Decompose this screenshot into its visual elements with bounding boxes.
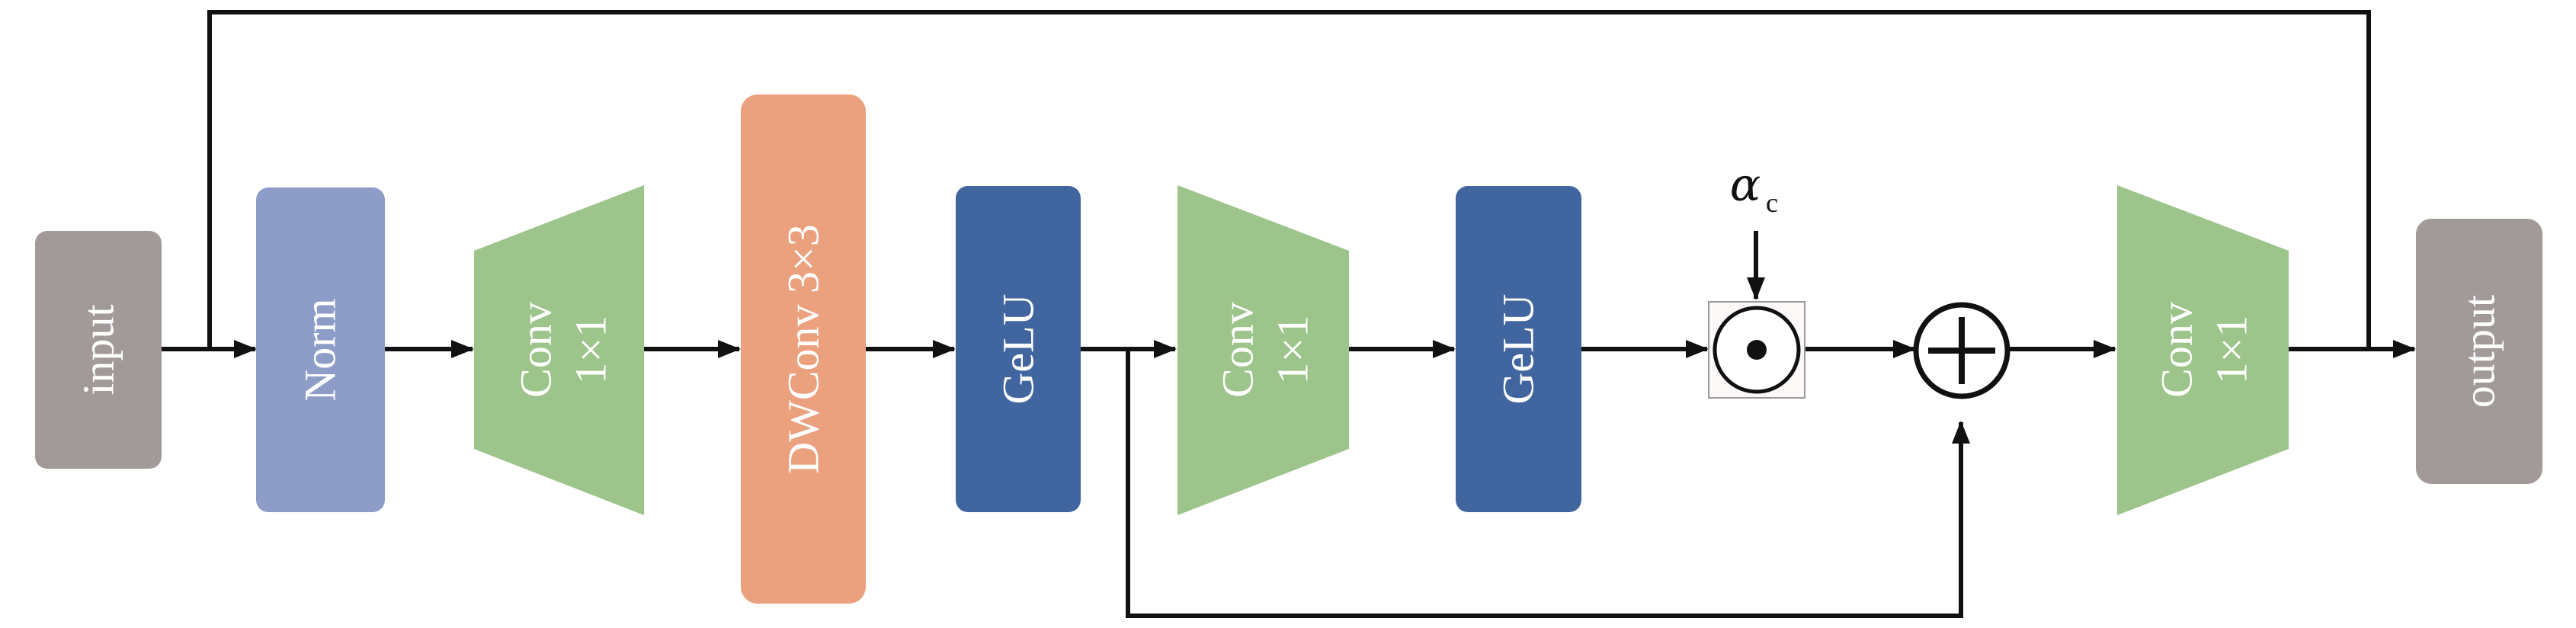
- multiply-operator-dot: [1747, 340, 1767, 360]
- input-label: input: [74, 304, 123, 395]
- output-label: output: [2455, 295, 2504, 408]
- bottom-skip-connection: [1126, 349, 1970, 618]
- conv1-label-line2: 1×1: [566, 316, 616, 385]
- output-block: [2416, 219, 2542, 484]
- conv1-block: [474, 185, 644, 515]
- input-block: [35, 231, 162, 469]
- dwconv-block: [741, 95, 866, 604]
- alpha-symbol: α: [1730, 159, 1761, 212]
- norm-label: Norm: [296, 298, 345, 401]
- gelu1-block: [956, 186, 1081, 512]
- alpha-subscript: c: [1766, 187, 1778, 218]
- conv3-label-line1: Conv: [2152, 302, 2202, 398]
- norm-block: [256, 187, 385, 512]
- conv2-block: [1177, 185, 1349, 515]
- gelu1-label: GeLU: [994, 294, 1043, 405]
- conv1-label-line1: Conv: [511, 302, 561, 398]
- conv2-label-line2: 1×1: [1268, 316, 1318, 385]
- gelu2-label: GeLU: [1494, 294, 1543, 405]
- top-skip-connection: [207, 10, 2371, 349]
- gelu2-block: [1456, 186, 1581, 512]
- conv2-label-line1: Conv: [1213, 302, 1263, 398]
- conv3-block: [2117, 185, 2289, 515]
- conv3-label-line2: 1×1: [2207, 316, 2257, 385]
- dwconv-label: DWConv 3×3: [779, 224, 828, 474]
